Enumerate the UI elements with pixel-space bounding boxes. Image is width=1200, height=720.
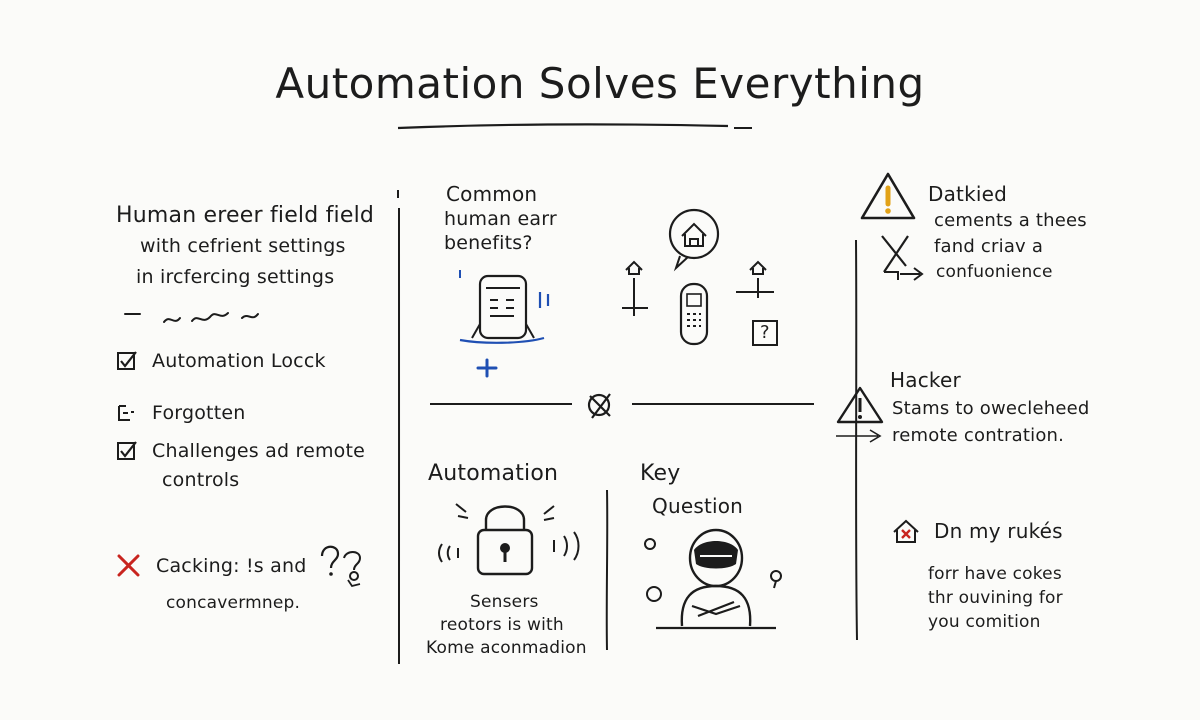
caption-line-2: reotors is with [440,615,564,635]
checklist-continued: controls [162,469,240,491]
rules-label: Dn my rukés [934,519,1063,543]
caption-line-3: Kome aconmadion [426,638,587,658]
right-bottom-line-3: you comition [928,612,1041,632]
hooded-hacker-icon [644,528,782,630]
question-puzzle-icon [320,545,362,588]
small-box-icon [118,405,134,421]
middle-top-line-3: benefits? [444,232,533,254]
cracking-label: Cacking: !s and [156,555,307,577]
hacker-title: Hacker [890,368,961,392]
checkbox-checked-icon [117,441,137,460]
right-vertical-divider [855,239,858,641]
automation-label: Automation [428,461,559,486]
lower-middle-vertical-divider [605,489,609,651]
server-device-icon [459,270,550,378]
house-alert-icon [893,519,919,543]
key-question-line-1: Key [640,461,681,486]
red-x-icon [117,554,140,577]
checklist-label: Forgotten [152,402,246,424]
hacker-arrow [836,429,882,443]
right-top-line-2: cements a thees [934,210,1087,231]
checkbox-checked-icon [117,351,137,370]
crossed-arrow-icon [881,235,924,281]
checklist-label: Automation Locck [152,350,326,372]
checklist-label: Challenges ad remote [152,440,366,462]
rules-row: Dn my rukés [892,518,1063,544]
right-bottom-line-1: forr have cokes [928,564,1062,584]
smart-home-network-icon [622,208,774,346]
hacker-line-2: Stams to owecleheed [892,398,1090,419]
padlock-icon [438,503,580,576]
left-intro-line-1: Human ereer field field [116,203,375,228]
mystery-box: ? [752,320,778,346]
title-underline [397,123,729,130]
key-question-line-2: Question [652,494,744,518]
caption-line-1: Sensers [470,592,539,612]
warning-triangle-small-icon [836,386,884,424]
checklist-item-automation-lock: Automation Locck [116,350,326,372]
cracking-continued: concavermnep. [166,593,301,613]
middle-top-line-2: human earr [444,208,557,230]
right-top-line-1: Datkied [928,182,1008,206]
left-intro-line-3: in ircfercing settings [136,266,335,288]
page-title: Automation Solves Everything [275,59,925,108]
right-bottom-line-2: thr ouvining for [928,588,1063,608]
right-top-line-4: confuonience [936,262,1053,282]
scribble-line [124,312,259,323]
cracking-row: Cacking: !s and [116,553,306,579]
checklist-item-forgotten: Forgotten [116,402,245,424]
checklist-item-challenges: Challenges ad remote [116,440,365,462]
warning-triangle-icon [860,172,916,220]
middle-top-line-1: Common [446,182,538,206]
crossed-circle-icon [587,393,611,419]
left-intro-line-2: with cefrient settings [140,235,346,257]
hacker-line-3: remote contration. [892,425,1065,446]
left-vertical-divider [397,190,401,665]
right-top-line-3: fand criav a [934,236,1044,257]
